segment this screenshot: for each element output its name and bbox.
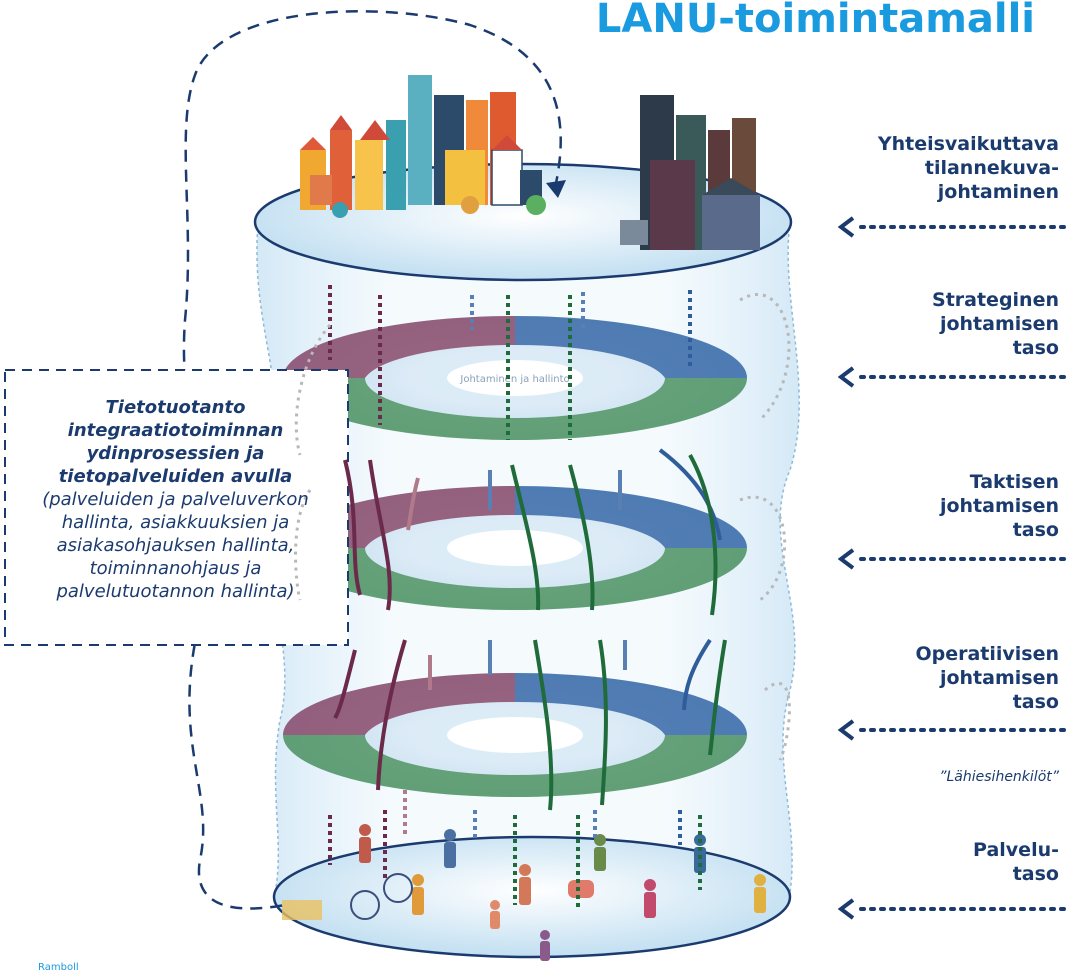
info-box-text-line: palvelutuotannon hallinta) [56, 581, 295, 602]
level-label-operative: Operatiivisen johtamisen taso [915, 642, 1059, 714]
level-label-line: Palvelu- [973, 839, 1059, 861]
people-illustration [282, 824, 766, 961]
feedback-loop-arrowhead [546, 180, 566, 198]
info-box-text-line: asiakasohjauksen hallinta, [56, 535, 295, 556]
info-box-text-line: toiminnanohjaus ja [89, 558, 262, 579]
level-label-line: taso [1012, 863, 1059, 885]
level-label-line: Yhteisvaikuttava [877, 133, 1059, 155]
level-arrow-tactical [837, 548, 1069, 570]
feedback-loop [182, 10, 562, 910]
level-label-coordinated: Yhteisvaikuttava tilannekuva- johtaminen [878, 132, 1059, 204]
ring-center-label: Johtaminen ja hallinto [459, 374, 569, 385]
level-label-line: johtamisen [939, 495, 1059, 517]
level-arrow-service [837, 898, 1069, 920]
level-label-line: taso [1012, 337, 1059, 359]
level-label-strategic: Strateginen johtamisen taso [932, 288, 1059, 360]
footer-brand: Ramboll [38, 962, 79, 973]
ring-operative [283, 673, 747, 797]
city-illustration [300, 75, 760, 250]
info-box: Tietotuotanto integraatiotoiminnan ydinp… [3, 370, 348, 645]
info-box-border [4, 369, 349, 646]
level-label-tactical: Taktisen johtamisen taso [940, 470, 1059, 542]
level-arrows [328, 285, 727, 910]
diagram-title: LANU-toimintamalli [595, 0, 1035, 42]
level-label-line: Operatiivisen [915, 643, 1059, 665]
level-label-line: Strateginen [932, 289, 1059, 311]
cylinder-edge-left [256, 221, 286, 894]
side-arcs [294, 293, 791, 761]
level-label-line: taso [1012, 519, 1059, 541]
level-label-service: Palvelu- taso [973, 838, 1059, 886]
level-note-operative: ”Lähiesihenkilöt” [939, 769, 1059, 785]
info-box-heading-line: tietopalveluiden avulla [58, 466, 293, 487]
info-box-text-line: (palveluiden ja palveluverkon [42, 489, 309, 510]
service-level-disk [272, 835, 792, 959]
info-box-heading-line: ydinprosessien ja [86, 443, 265, 464]
info-box-heading-line: Tietotuotanto [105, 397, 246, 418]
ring-strategic: Johtaminen ja hallinto [283, 316, 747, 440]
level-label-line: taso [1012, 691, 1059, 713]
info-box-heading-line: integraatiotoiminnan [67, 420, 284, 441]
level-arrow-strategic [837, 366, 1069, 388]
level-label-line: tilannekuva- [924, 157, 1059, 179]
level-label-line: Taktisen [969, 471, 1059, 493]
level-arrow-coordinated [837, 216, 1069, 238]
level-arrow-operative [837, 719, 1069, 741]
ring-tactical [283, 486, 747, 610]
level-label-line: johtamisen [939, 667, 1059, 689]
info-box-text-line: hallinta, asiakkuuksien ja [61, 512, 290, 533]
cylinder-edge-right [779, 221, 800, 894]
level-label-line: johtaminen [937, 181, 1059, 203]
level-label-line: johtamisen [939, 313, 1059, 335]
